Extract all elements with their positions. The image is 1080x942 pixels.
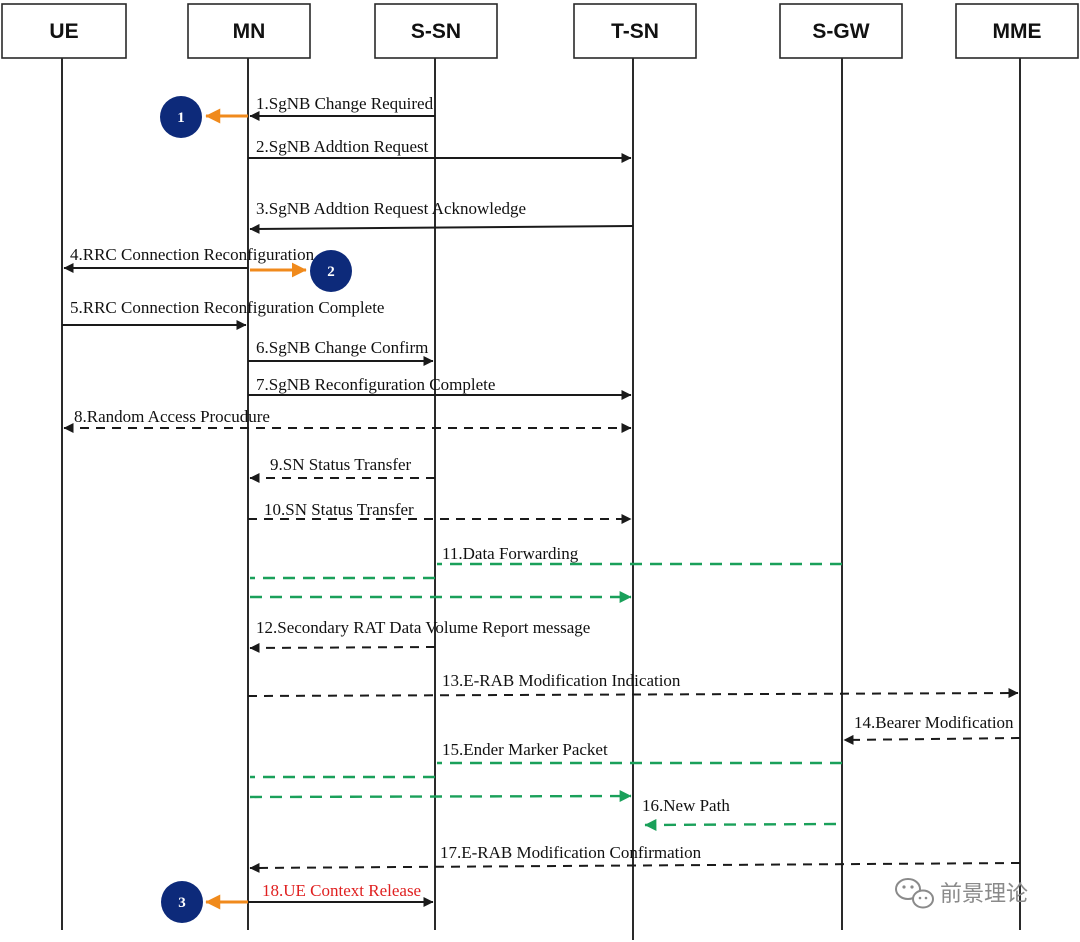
wechat-icon bbox=[895, 878, 934, 909]
step-3-marker: 3 bbox=[161, 881, 203, 923]
msg-15-label: 15.Ender Marker Packet bbox=[442, 740, 608, 759]
msg-8-label: 8.Random Access Procudure bbox=[74, 407, 270, 426]
msg-15-arrow-mn-tsn bbox=[249, 790, 632, 803]
msg-7-label: 7.SgNB Reconfiguration Complete bbox=[256, 375, 495, 394]
msg-12-label: 12.Secondary RAT Data Volume Report mess… bbox=[256, 618, 590, 637]
entity-label-mn: MN bbox=[233, 20, 266, 43]
step-3-number: 3 bbox=[178, 895, 186, 911]
msg-6-label: 6.SgNB Change Confirm bbox=[256, 338, 428, 357]
entity-s-gw: S-GW bbox=[779, 3, 903, 59]
msg-14-arrow bbox=[843, 734, 1021, 745]
entity-label-ue: UE bbox=[49, 20, 78, 43]
entity-label-s-gw: S-GW bbox=[812, 20, 869, 43]
msg-4-label: 4.RRC Connection Reconfiguration bbox=[70, 245, 315, 264]
msg-5-label: 5.RRC Connection Reconfiguration Complet… bbox=[70, 298, 384, 317]
entity-t-sn: T-SN bbox=[573, 3, 697, 59]
step-1-number: 1 bbox=[177, 110, 185, 126]
msg-18-label: 18.UE Context Release bbox=[262, 881, 421, 900]
step-1-marker: 1 bbox=[160, 96, 202, 138]
msg-16-arrow bbox=[644, 818, 837, 831]
entity-ue: UE bbox=[1, 3, 127, 59]
msg-10-label: 10.SN Status Transfer bbox=[264, 500, 414, 519]
msg-17-label: 17.E-RAB Modification Confirmation bbox=[440, 843, 702, 862]
msg-11-label: 11.Data Forwarding bbox=[442, 544, 579, 563]
msg-13-label: 13.E-RAB Modification Indication bbox=[442, 671, 681, 690]
msg-12-arrow bbox=[249, 642, 436, 653]
watermark: 前景理论 bbox=[895, 878, 1028, 909]
msg-3-label: 3.SgNB Addtion Request Acknowledge bbox=[256, 199, 526, 218]
msg-16-label: 16.New Path bbox=[642, 796, 730, 815]
msg-9-label: 9.SN Status Transfer bbox=[270, 455, 412, 474]
step-2-number: 2 bbox=[327, 264, 335, 280]
msg-2-label: 2.SgNB Addtion Request bbox=[256, 137, 429, 156]
entity-label-s-sn: S-SN bbox=[411, 20, 461, 43]
watermark-text: 前景理论 bbox=[940, 882, 1028, 907]
entity-s-sn: S-SN bbox=[374, 3, 498, 59]
msg-17-arrow bbox=[249, 862, 1021, 873]
step-2-marker: 2 bbox=[310, 250, 352, 292]
entity-label-t-sn: T-SN bbox=[611, 20, 659, 43]
msg-13-arrow bbox=[247, 688, 1019, 699]
entity-label-mme: MME bbox=[993, 20, 1042, 43]
msg-14-label: 14.Bearer Modification bbox=[854, 713, 1014, 732]
msg-1-label: 1.SgNB Change Required bbox=[256, 94, 434, 113]
entity-mn: MN bbox=[187, 3, 311, 59]
msg-3-arrow bbox=[249, 223, 634, 234]
entity-mme: MME bbox=[955, 3, 1079, 59]
